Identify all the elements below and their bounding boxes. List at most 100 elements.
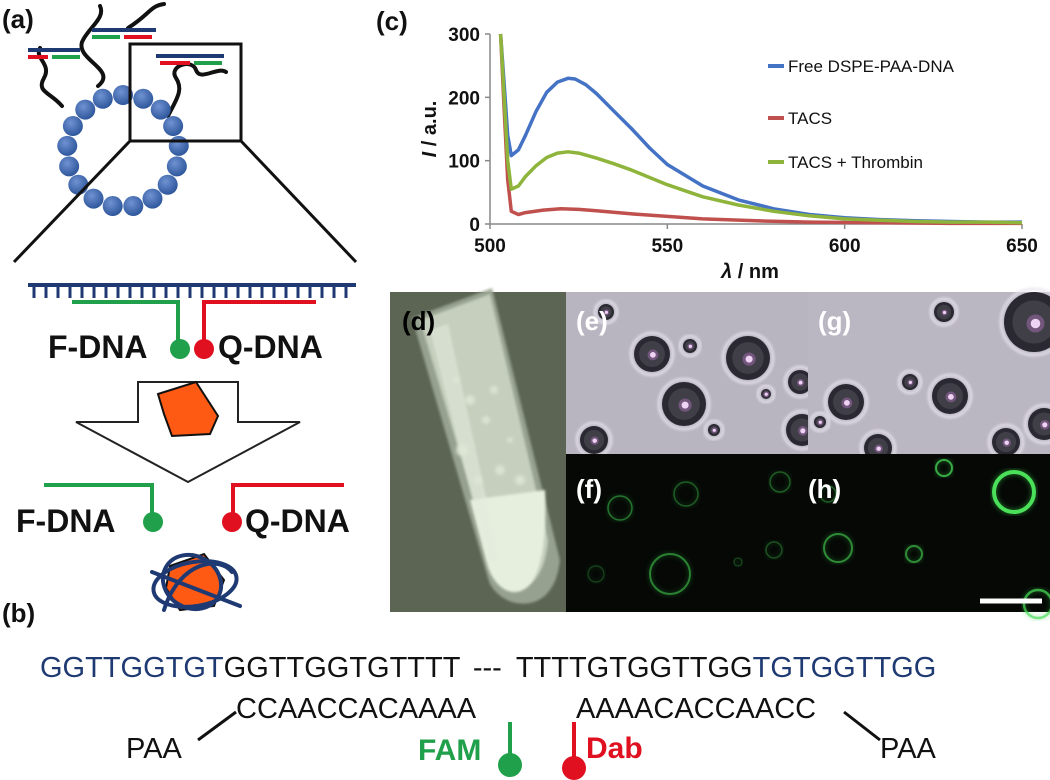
polymer-chains [36, 2, 228, 118]
lipid-bead [166, 156, 187, 177]
lipid-bead [83, 188, 104, 209]
fam-fluorophore-dot [170, 339, 190, 359]
lipid-bead [57, 135, 78, 156]
panel-d-label: (d) [402, 306, 435, 336]
lipid-bead [59, 156, 80, 177]
panel-a-label: (a) [2, 4, 34, 34]
y-tick-label: 0 [469, 215, 480, 236]
lipid-bead [150, 99, 171, 120]
panel-f-fluorescence: (f) [566, 454, 808, 612]
lipid-bead [75, 99, 96, 120]
x-tick-label: 650 [1006, 236, 1038, 257]
legend-label-1: TACS [788, 109, 832, 128]
bound-strands [72, 300, 316, 340]
panel-a-schematic: (a) [2, 2, 358, 628]
panel-c-label: (c) [376, 6, 408, 36]
dab-label: Dab [586, 732, 643, 765]
lipid-bead [157, 174, 178, 195]
paa-link-left [197, 710, 237, 742]
q-dna-label-bottom: Q-DNA [245, 503, 350, 539]
spectrum-chart: 0 100 200 300 500 550 600 650 λ / nm I / a.u. Free… [419, 25, 1038, 283]
fam-released-dot [143, 512, 163, 532]
x-axis-label: λ / nm [720, 261, 779, 283]
dab-released-dot [222, 512, 242, 532]
f-dna-label-top: F-DNA [48, 329, 148, 365]
zoom-box [128, 42, 243, 143]
dna-duplexes [28, 28, 224, 65]
legend-label-2: TACS + Thrombin [788, 153, 923, 172]
q-dna-label-top: Q-DNA [218, 329, 323, 365]
panel-b-sequence: GGTTGGTGTGGTTGGTGTTTT --- TTTTGTGGTTGGTGTG… [40, 652, 937, 780]
f-dna-released-strand [44, 483, 154, 516]
fluorescent-ring [673, 481, 699, 507]
y-tick-label: 200 [448, 88, 480, 109]
lipid-bead [102, 196, 123, 217]
lipid-bead [142, 188, 163, 209]
panel-b-label: (b) [2, 598, 35, 628]
paa-label-right: PAA [880, 733, 937, 765]
fluorescent-ring [765, 541, 783, 559]
fluorescent-ring [769, 471, 791, 493]
panel-g-label: (g) [818, 306, 851, 336]
lipid-bead [168, 135, 189, 156]
sequence-gap-dashes: --- [473, 652, 502, 684]
lipid-bead [68, 174, 89, 195]
linker-seq-left: GGTTGGTGTTTT [224, 652, 461, 684]
fluorescent-ring [649, 553, 691, 595]
released-strands [44, 483, 344, 516]
fam-label: FAM [418, 734, 481, 767]
fluorescent-ring [992, 470, 1036, 514]
lipid-bead [133, 88, 154, 109]
polymer-chain-right [166, 62, 228, 118]
panel-g-brightfield: (g) [808, 287, 1050, 467]
polymer-chain-top [126, 2, 166, 30]
fluorescent-ring [587, 565, 605, 583]
lipid-bead [62, 116, 83, 137]
series-line-1 [498, 33, 1022, 226]
lipid-bead [163, 116, 184, 137]
f-dna-bound-strand [72, 300, 180, 340]
thrombin-aptamer-complex [150, 552, 242, 612]
panel-f-label: (f) [576, 474, 602, 504]
paa-linkers [197, 710, 881, 742]
fluorescent-ring [1022, 588, 1050, 620]
x-tick-label: 550 [651, 236, 683, 257]
sequence-top-line: GGTTGGTGTGGTTGGTGTTTT --- TTTTGTGGTTGGTGTG… [40, 652, 936, 684]
f-dna-complement-seq: CCAACCACAAAA [236, 693, 477, 725]
fam-dot [498, 753, 522, 777]
aptamer-comb-strand [28, 283, 356, 298]
lipid-bead [123, 196, 144, 217]
thrombin-shape [156, 380, 220, 438]
linker-seq-right: TTTTGTGGTTGG [516, 652, 753, 684]
panel-e-brightfield: (e) [566, 292, 823, 459]
y-tick-label: 300 [448, 25, 480, 46]
y-axis-label: I / a.u. [419, 101, 441, 158]
x-tick-label: 500 [474, 236, 506, 257]
x-tick-label: 600 [829, 236, 861, 257]
fluorescent-ring [823, 533, 853, 563]
aptamer-seq-right: TGTGGTTGG [753, 652, 937, 684]
zoom-line-left [12, 139, 132, 264]
fluorescent-ring [905, 545, 923, 563]
polymer-chain-middle [79, 4, 106, 88]
y-tick-label: 100 [448, 152, 480, 173]
series-line-2 [498, 33, 1023, 225]
panel-d-tube-photo: (d) [390, 288, 566, 612]
aptamer-seq-left: GGTTGGTGT [40, 652, 224, 684]
paa-link-right [843, 710, 881, 742]
dab-quencher-dot [194, 339, 214, 359]
panel-h-fluorescence: (h) [808, 454, 1050, 621]
lipid-bead [92, 88, 113, 109]
q-dna-released-strand [231, 483, 344, 516]
fluorescent-ring [733, 557, 743, 567]
panel-c-chart: (c) 0 100 200 300 500 550 600 650 λ / nm I / a.u.… [376, 6, 1038, 283]
legend-label-0: Free DSPE-PAA-DNA [788, 57, 955, 76]
panel-e-label: (e) [576, 306, 608, 336]
q-dna-complement-seq: AAAACACCAACC [576, 693, 816, 725]
zoom-line-right [239, 139, 358, 264]
paa-label-left: PAA [126, 733, 183, 765]
fluorescent-ring [819, 485, 837, 503]
q-dna-bound-strand [202, 300, 316, 340]
